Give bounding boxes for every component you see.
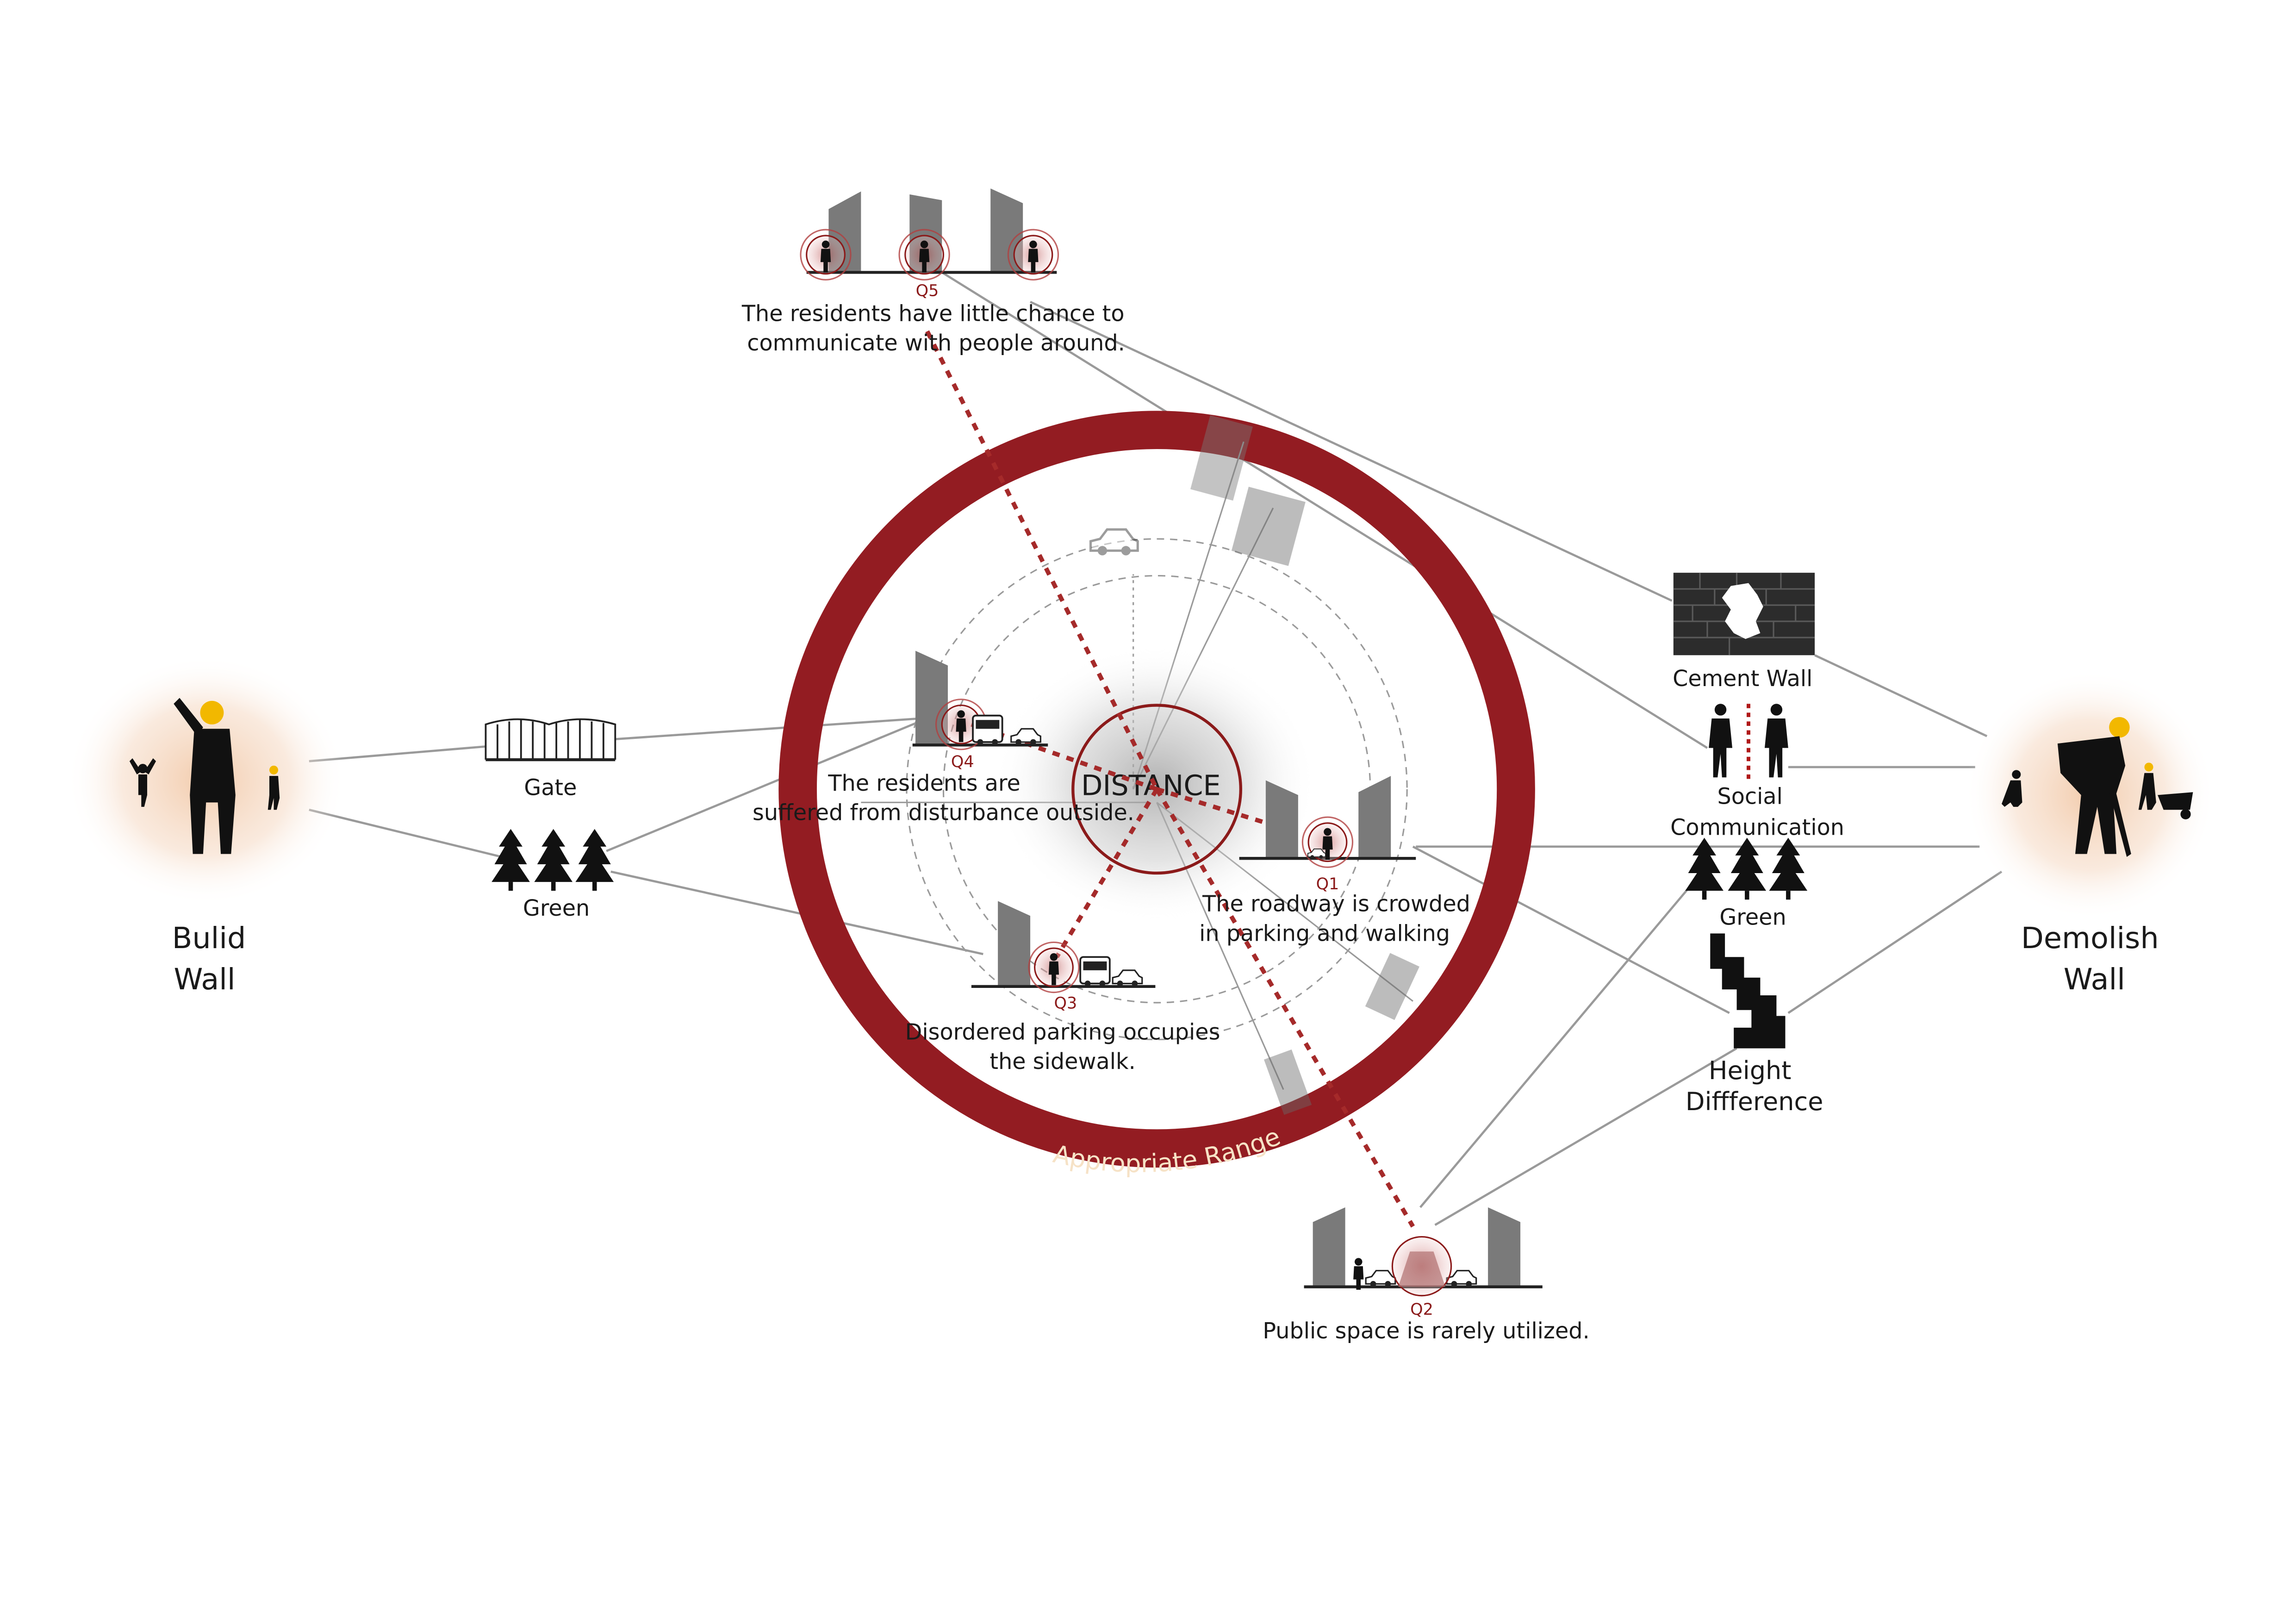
q4-code: Q4	[951, 753, 974, 771]
q2-code: Q2	[1410, 1300, 1433, 1319]
wall-panel-icon	[915, 650, 948, 745]
wall-panel-icon	[1313, 1207, 1521, 1287]
bus-icon	[1079, 956, 1111, 987]
q3-text-line1: Disordered parking occupies	[905, 1019, 1220, 1045]
cement-wall-label: Cement Wall	[1673, 666, 1812, 692]
left-green-label: Green	[523, 896, 590, 921]
q5-code: Q5	[916, 281, 939, 300]
height-difference-item: Height Diffference	[1686, 933, 1823, 1116]
bus-icon	[972, 714, 1003, 746]
wall-panel-icon	[998, 901, 1031, 987]
q1-text-line1: The roadway is crowded	[1202, 892, 1470, 917]
q4-text-line1: The residents are	[828, 771, 1020, 796]
cement-wall-item: Cement Wall	[1673, 573, 1815, 692]
left-green-item: Green	[492, 829, 614, 921]
q2-text-line1: Public space is rarely utilized.	[1263, 1318, 1589, 1344]
person-icon	[1353, 1258, 1364, 1290]
demolish-wall-label-line2: Wall	[2064, 962, 2125, 996]
height-label-line1: Height	[1709, 1056, 1792, 1085]
demolish-wall-label-line1: Demolish	[2021, 921, 2159, 955]
q4-text-line2: suffered from disturbance outside.	[753, 800, 1134, 825]
gate-label: Gate	[524, 775, 577, 800]
q5-scene: Q5 The residents have little chance to c…	[741, 188, 1125, 356]
q5-text-line2: communicate with people around.	[747, 331, 1125, 356]
connection-lines	[309, 271, 2003, 1226]
build-wall-label-line1: Bulid	[172, 921, 246, 955]
q1-scene: Q1 The roadway is crowded in parking and…	[1199, 776, 1470, 946]
worker-icon	[129, 698, 280, 854]
tree-icon	[492, 829, 614, 891]
social-label-line1: Social	[1717, 784, 1782, 810]
car-icon	[1090, 530, 1138, 556]
height-label-line2: Diffference	[1686, 1087, 1823, 1116]
stairs-icon	[1710, 933, 1786, 1049]
build-wall-label-line2: Wall	[174, 962, 235, 996]
car-icon	[1112, 969, 1143, 987]
social-label-line2: Communication	[1670, 815, 1844, 840]
q2-scene: Q2 Public space is rarely utilized.	[1263, 1207, 1590, 1344]
demolish-wall-pole: Demolish Wall	[1965, 670, 2215, 996]
q5-text-line1: The residents have little chance to	[741, 301, 1125, 326]
ghost-pictograms	[1090, 415, 1419, 1115]
gate-item: Gate	[485, 718, 616, 800]
people-icon	[1709, 704, 1788, 781]
q1-text-line2: in parking and walking	[1199, 921, 1450, 946]
social-communication-item: Social Communication	[1670, 704, 1844, 840]
gate-icon	[485, 718, 616, 762]
brick-wall-icon	[1673, 573, 1815, 656]
q3-code: Q3	[1054, 994, 1077, 1013]
wall-panel-icon	[1265, 776, 1391, 859]
q4-scene: Q4 The residents are suffered from distu…	[753, 650, 1134, 825]
right-green-label: Green	[1719, 905, 1786, 930]
tree-icon	[1685, 837, 1808, 900]
q3-text-line2: the sidewalk.	[989, 1049, 1135, 1074]
worker-icon	[2001, 717, 2193, 857]
build-wall-pole: Bulid Wall	[66, 655, 346, 996]
q1-code: Q1	[1316, 875, 1339, 893]
right-green-item: Green	[1685, 837, 1808, 930]
q3-scene: Q3 Disordered parking occupies the sidew…	[905, 901, 1220, 1074]
